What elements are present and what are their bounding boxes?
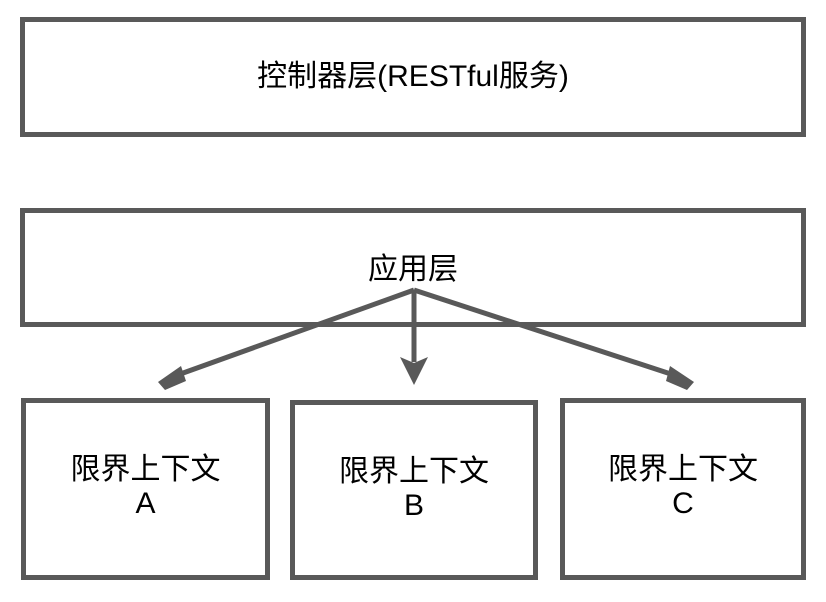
controller-layer-label: 控制器层(RESTful服务): [257, 60, 569, 94]
bounded-context-a-label: 限界上下文 A: [70, 453, 221, 520]
bounded-context-c-box[interactable]: 限界上下文 C: [560, 398, 806, 580]
application-to-context-b-arrowhead: [400, 357, 428, 385]
controller-layer-box[interactable]: 控制器层(RESTful服务): [20, 17, 806, 137]
application-layer-box[interactable]: 应用层: [20, 208, 806, 327]
application-to-context-c-arrowhead: [666, 366, 694, 390]
application-layer-label: 应用层: [368, 253, 458, 286]
bounded-context-a-box[interactable]: 限界上下文 A: [21, 398, 270, 580]
bounded-context-c-label: 限界上下文 C: [608, 453, 758, 520]
bounded-context-b-box[interactable]: 限界上下文 B: [290, 400, 538, 580]
application-to-context-a-arrowhead: [158, 366, 186, 390]
bounded-context-b-label: 限界上下文 B: [339, 455, 489, 522]
